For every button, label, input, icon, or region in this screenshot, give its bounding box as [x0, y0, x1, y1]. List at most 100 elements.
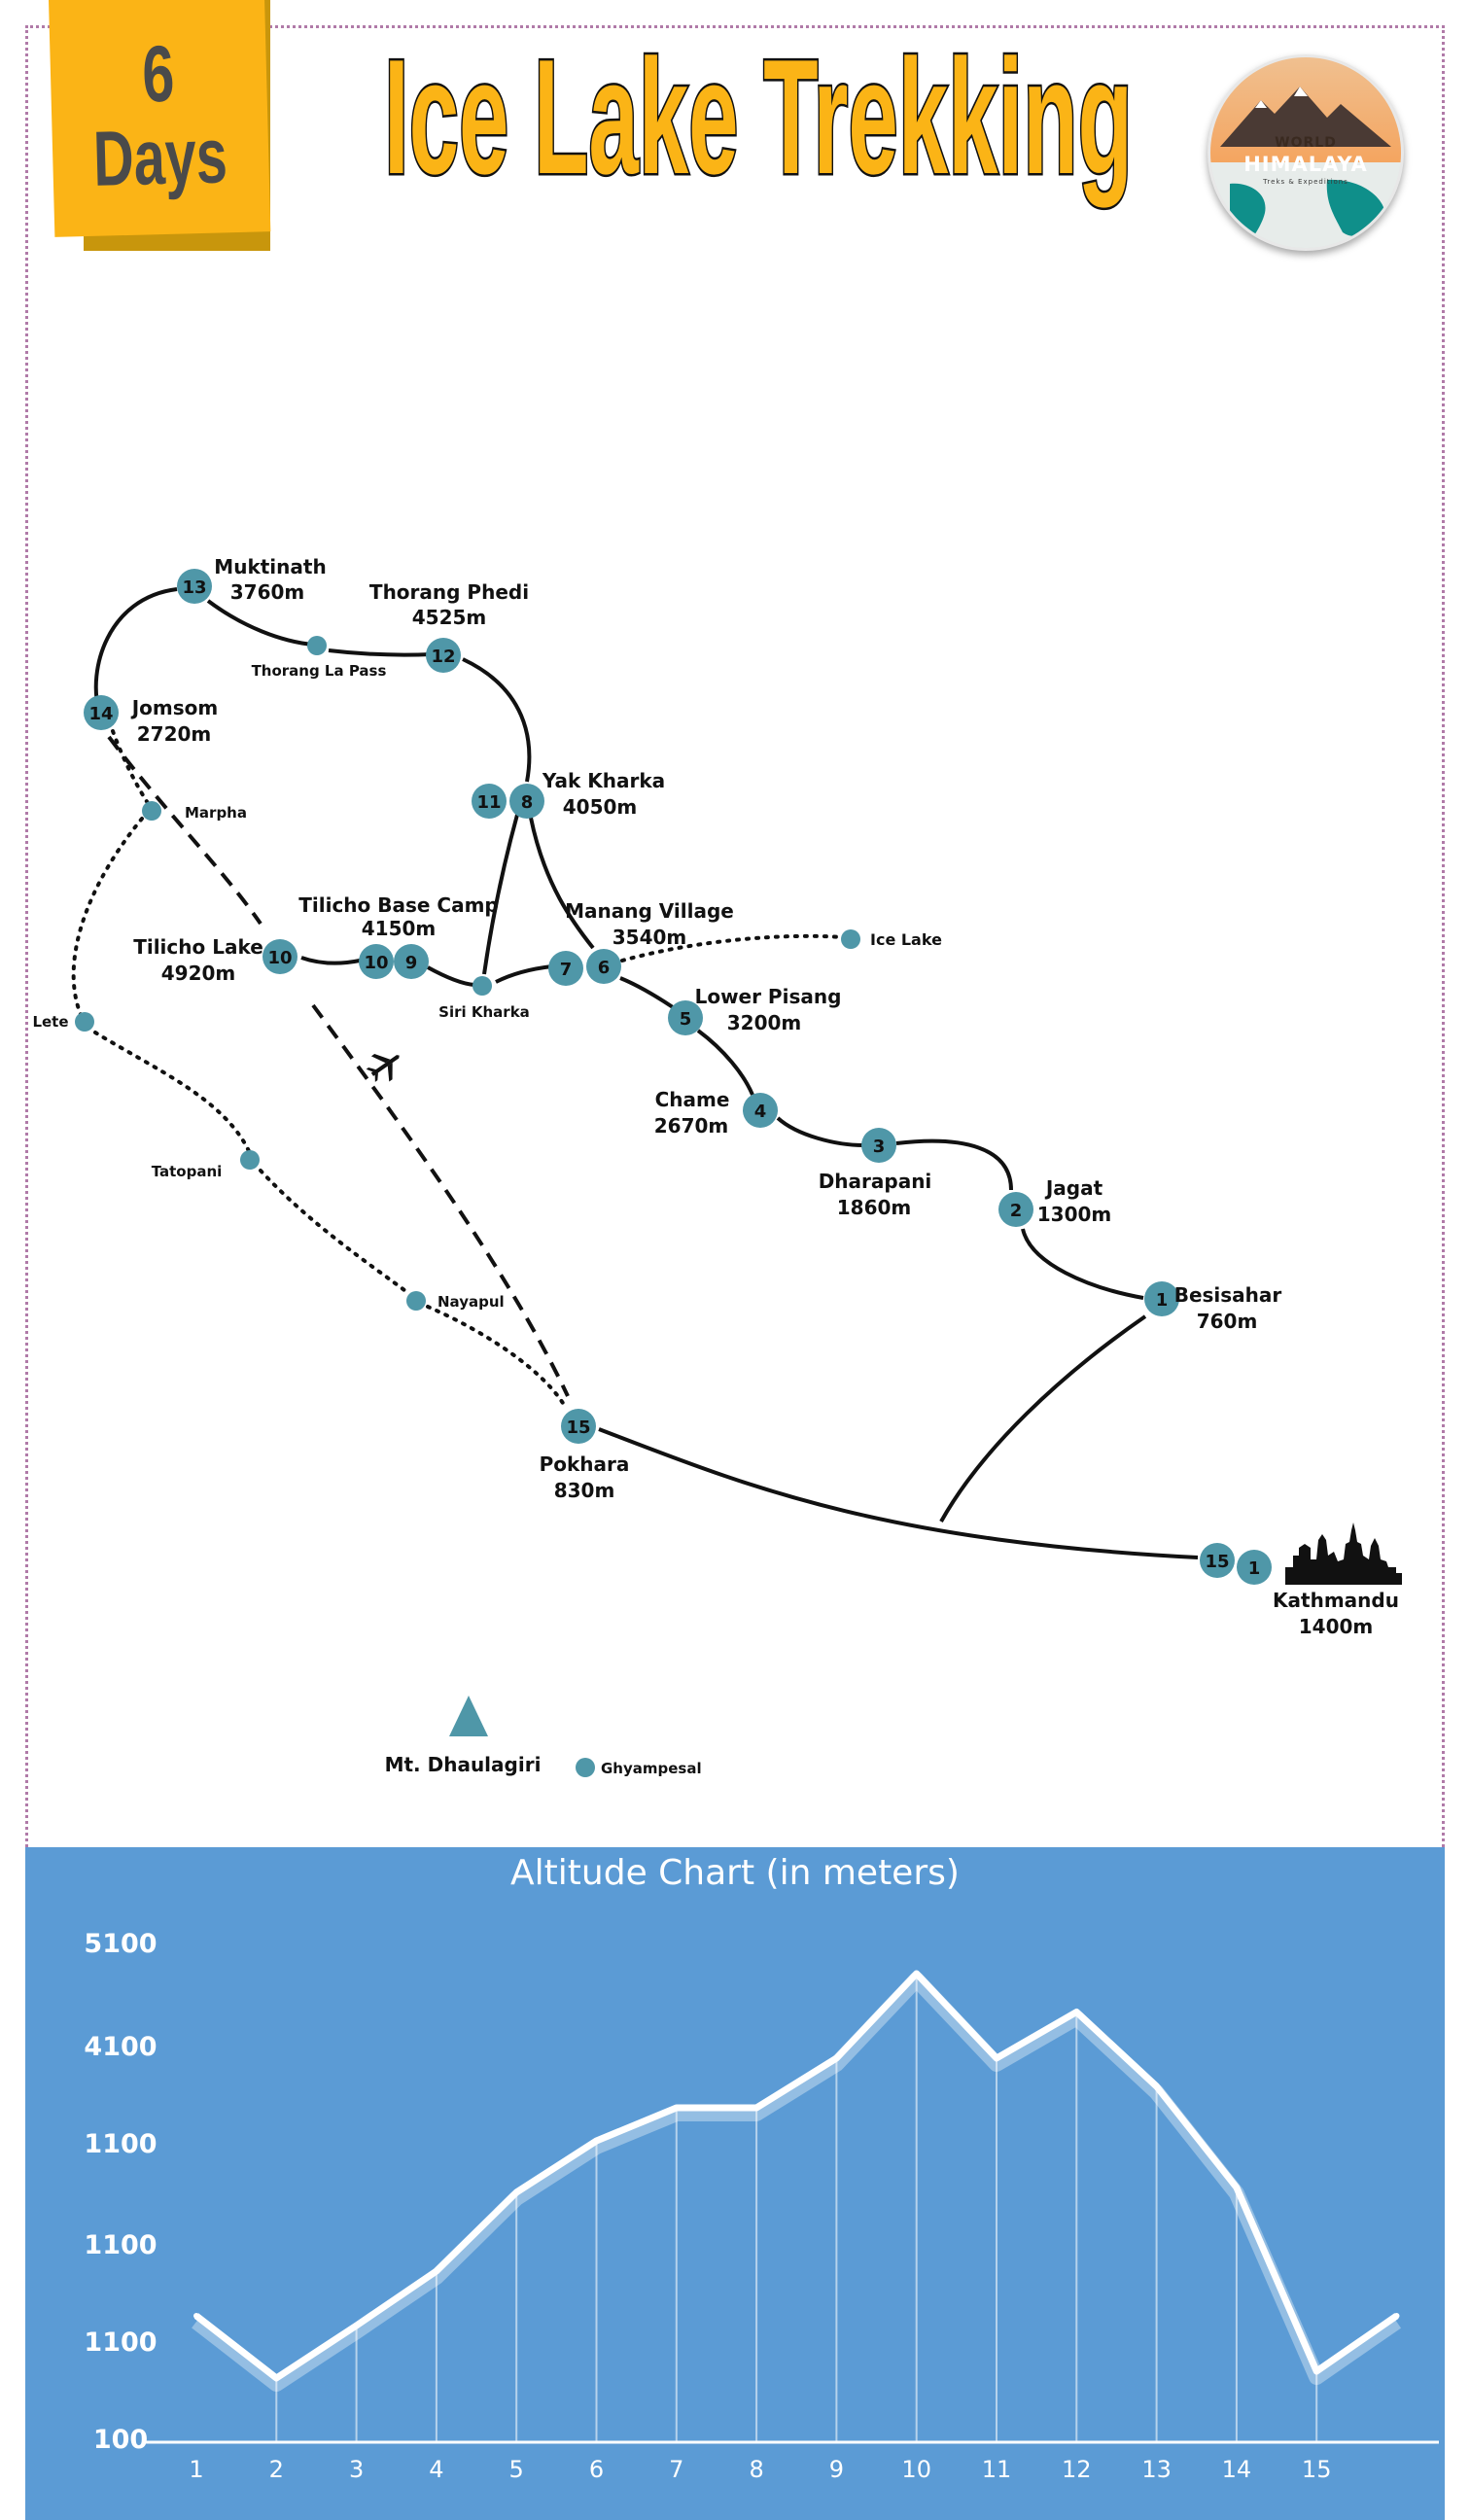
logo-line3: Treks & Expeditions	[1263, 178, 1348, 186]
trail-jomsom-marpha	[111, 729, 150, 805]
stop-number: 3	[873, 1137, 886, 1157]
trail-tatopani-nayapul	[259, 1169, 410, 1295]
x-tick-label: 3	[349, 2456, 364, 2483]
stop-number: 9	[405, 953, 418, 973]
route-phedi-yakkharka	[462, 657, 532, 783]
label-besisahar-alt: 760m	[1197, 1310, 1258, 1333]
label-thorang-phedi: Thorang Phedi	[369, 580, 529, 604]
route-jagat-besisahar	[1021, 1228, 1144, 1300]
series-line	[193, 1970, 1399, 2382]
data-point	[833, 2055, 840, 2061]
label-tilicho-base-camp-alt: 4150m	[362, 917, 437, 940]
stop-number: 10	[267, 948, 292, 968]
x-tick-label: 4	[429, 2456, 443, 2483]
label-yak-kharka: Yak Kharka	[542, 769, 665, 792]
stop-node: 11	[472, 784, 507, 819]
waypoint-dots	[75, 636, 860, 1777]
data-point	[1233, 2185, 1240, 2190]
route-yakkharka-manang	[529, 817, 595, 950]
globe-icon	[1230, 179, 1385, 248]
route-manang-pisang	[619, 976, 675, 1009]
label-jagat-alt: 1300m	[1037, 1203, 1112, 1226]
label-tilicho-lake: Tilicho Lake	[133, 935, 263, 959]
route-chame-dharapani	[776, 1116, 864, 1147]
label-dharapani-alt: 1860m	[837, 1196, 912, 1219]
data-point	[593, 2138, 600, 2144]
x-tick-label: 12	[1062, 2456, 1092, 2483]
label-jomsom-alt: 2720m	[137, 722, 212, 746]
x-tick-label: 15	[1302, 2456, 1332, 2483]
stop-number: 4	[754, 1102, 767, 1122]
stop-node: 10	[262, 939, 298, 974]
stop-number: 1	[1156, 1290, 1169, 1311]
y-tick-label: 100	[93, 2425, 148, 2455]
label-yak-kharka-alt: 4050m	[563, 795, 638, 819]
data-point	[353, 2323, 360, 2328]
label-muktinath: Muktinath	[214, 555, 326, 578]
stop-node: 7	[548, 951, 583, 986]
stop-node: 8	[509, 784, 544, 819]
label-dharapani: Dharapani	[819, 1170, 932, 1193]
route-tilicholake-bc	[300, 956, 361, 965]
stop-number: 5	[680, 1009, 692, 1030]
flight-tilicho-pokhara	[311, 1003, 570, 1397]
stop-number: 1	[1248, 1558, 1261, 1579]
stop-number: 10	[364, 953, 388, 973]
label-marpha: Marpha	[185, 804, 247, 822]
label-lower-pisang-alt: 3200m	[727, 1011, 802, 1034]
stop-node: 2	[998, 1192, 1033, 1227]
route-dharapani-jagat	[895, 1138, 1013, 1191]
label-nayapul: Nayapul	[438, 1293, 505, 1311]
stop-node: 15	[561, 1409, 596, 1444]
label-ice-lake: Ice Lake	[870, 930, 942, 949]
stop-number: 12	[431, 647, 455, 667]
stop-number: 14	[88, 704, 113, 724]
y-tick-label: 5100	[84, 1929, 157, 1959]
optional-trails	[71, 729, 844, 1410]
flight-lines	[107, 735, 570, 1397]
route-besisahar-junction	[939, 1314, 1147, 1522]
waypoint-marpha	[142, 801, 161, 821]
y-tick-label: 1100	[84, 2129, 157, 2159]
label-chame: Chame	[655, 1088, 730, 1111]
stop-node: 14	[84, 695, 119, 730]
label-siri-kharka: Siri Kharka	[438, 1003, 530, 1021]
data-point	[1153, 2083, 1160, 2089]
trail-nayapul-pokhara	[426, 1305, 568, 1410]
trail-marpha-lete	[71, 817, 144, 1019]
trail-manang-icelake	[620, 933, 844, 962]
route-lines	[93, 587, 1199, 1559]
stop-node: 6	[586, 949, 621, 984]
label-lete: Lete	[32, 1013, 68, 1031]
route-pokhara-kathmandu	[598, 1427, 1199, 1559]
company-logo: WORLD HIMALAYA Treks & Expeditions	[1208, 54, 1404, 251]
x-tick-label: 10	[901, 2456, 931, 2483]
label-chame-alt: 2670m	[654, 1114, 729, 1138]
data-point	[513, 2189, 520, 2195]
data-point	[433, 2268, 439, 2274]
waypoint-siri-kharka	[472, 976, 492, 996]
data-point	[1313, 2368, 1320, 2374]
x-tick-label: 8	[749, 2456, 763, 2483]
y-tick-label: 4100	[84, 2032, 157, 2062]
route-muktinath-jomsom	[93, 587, 178, 712]
route-thorangla-phedi	[328, 648, 433, 657]
label-manang-village: Manang Village	[565, 899, 734, 923]
data-point	[673, 2105, 680, 2111]
series-line-shadow	[192, 1972, 1402, 2392]
x-tick-label: 1	[189, 2456, 203, 2483]
label-jomsom: Jomsom	[130, 696, 219, 719]
label-pokhara-alt: 830m	[554, 1479, 615, 1502]
label-tatopani: Tatopani	[152, 1163, 223, 1180]
stop-number: 7	[560, 960, 573, 980]
waypoint-thorang-la-pass	[307, 636, 327, 655]
label-tilicho-lake-alt: 4920m	[161, 962, 236, 985]
x-tick-label: 2	[269, 2456, 284, 2483]
stop-node: 1	[1237, 1550, 1272, 1585]
stop-node: 9	[394, 944, 429, 979]
data-point	[913, 1971, 920, 1977]
data-point	[193, 2313, 199, 2319]
label-thorang-phedi-alt: 4525m	[412, 606, 487, 629]
stop-node: 15	[1200, 1543, 1235, 1578]
